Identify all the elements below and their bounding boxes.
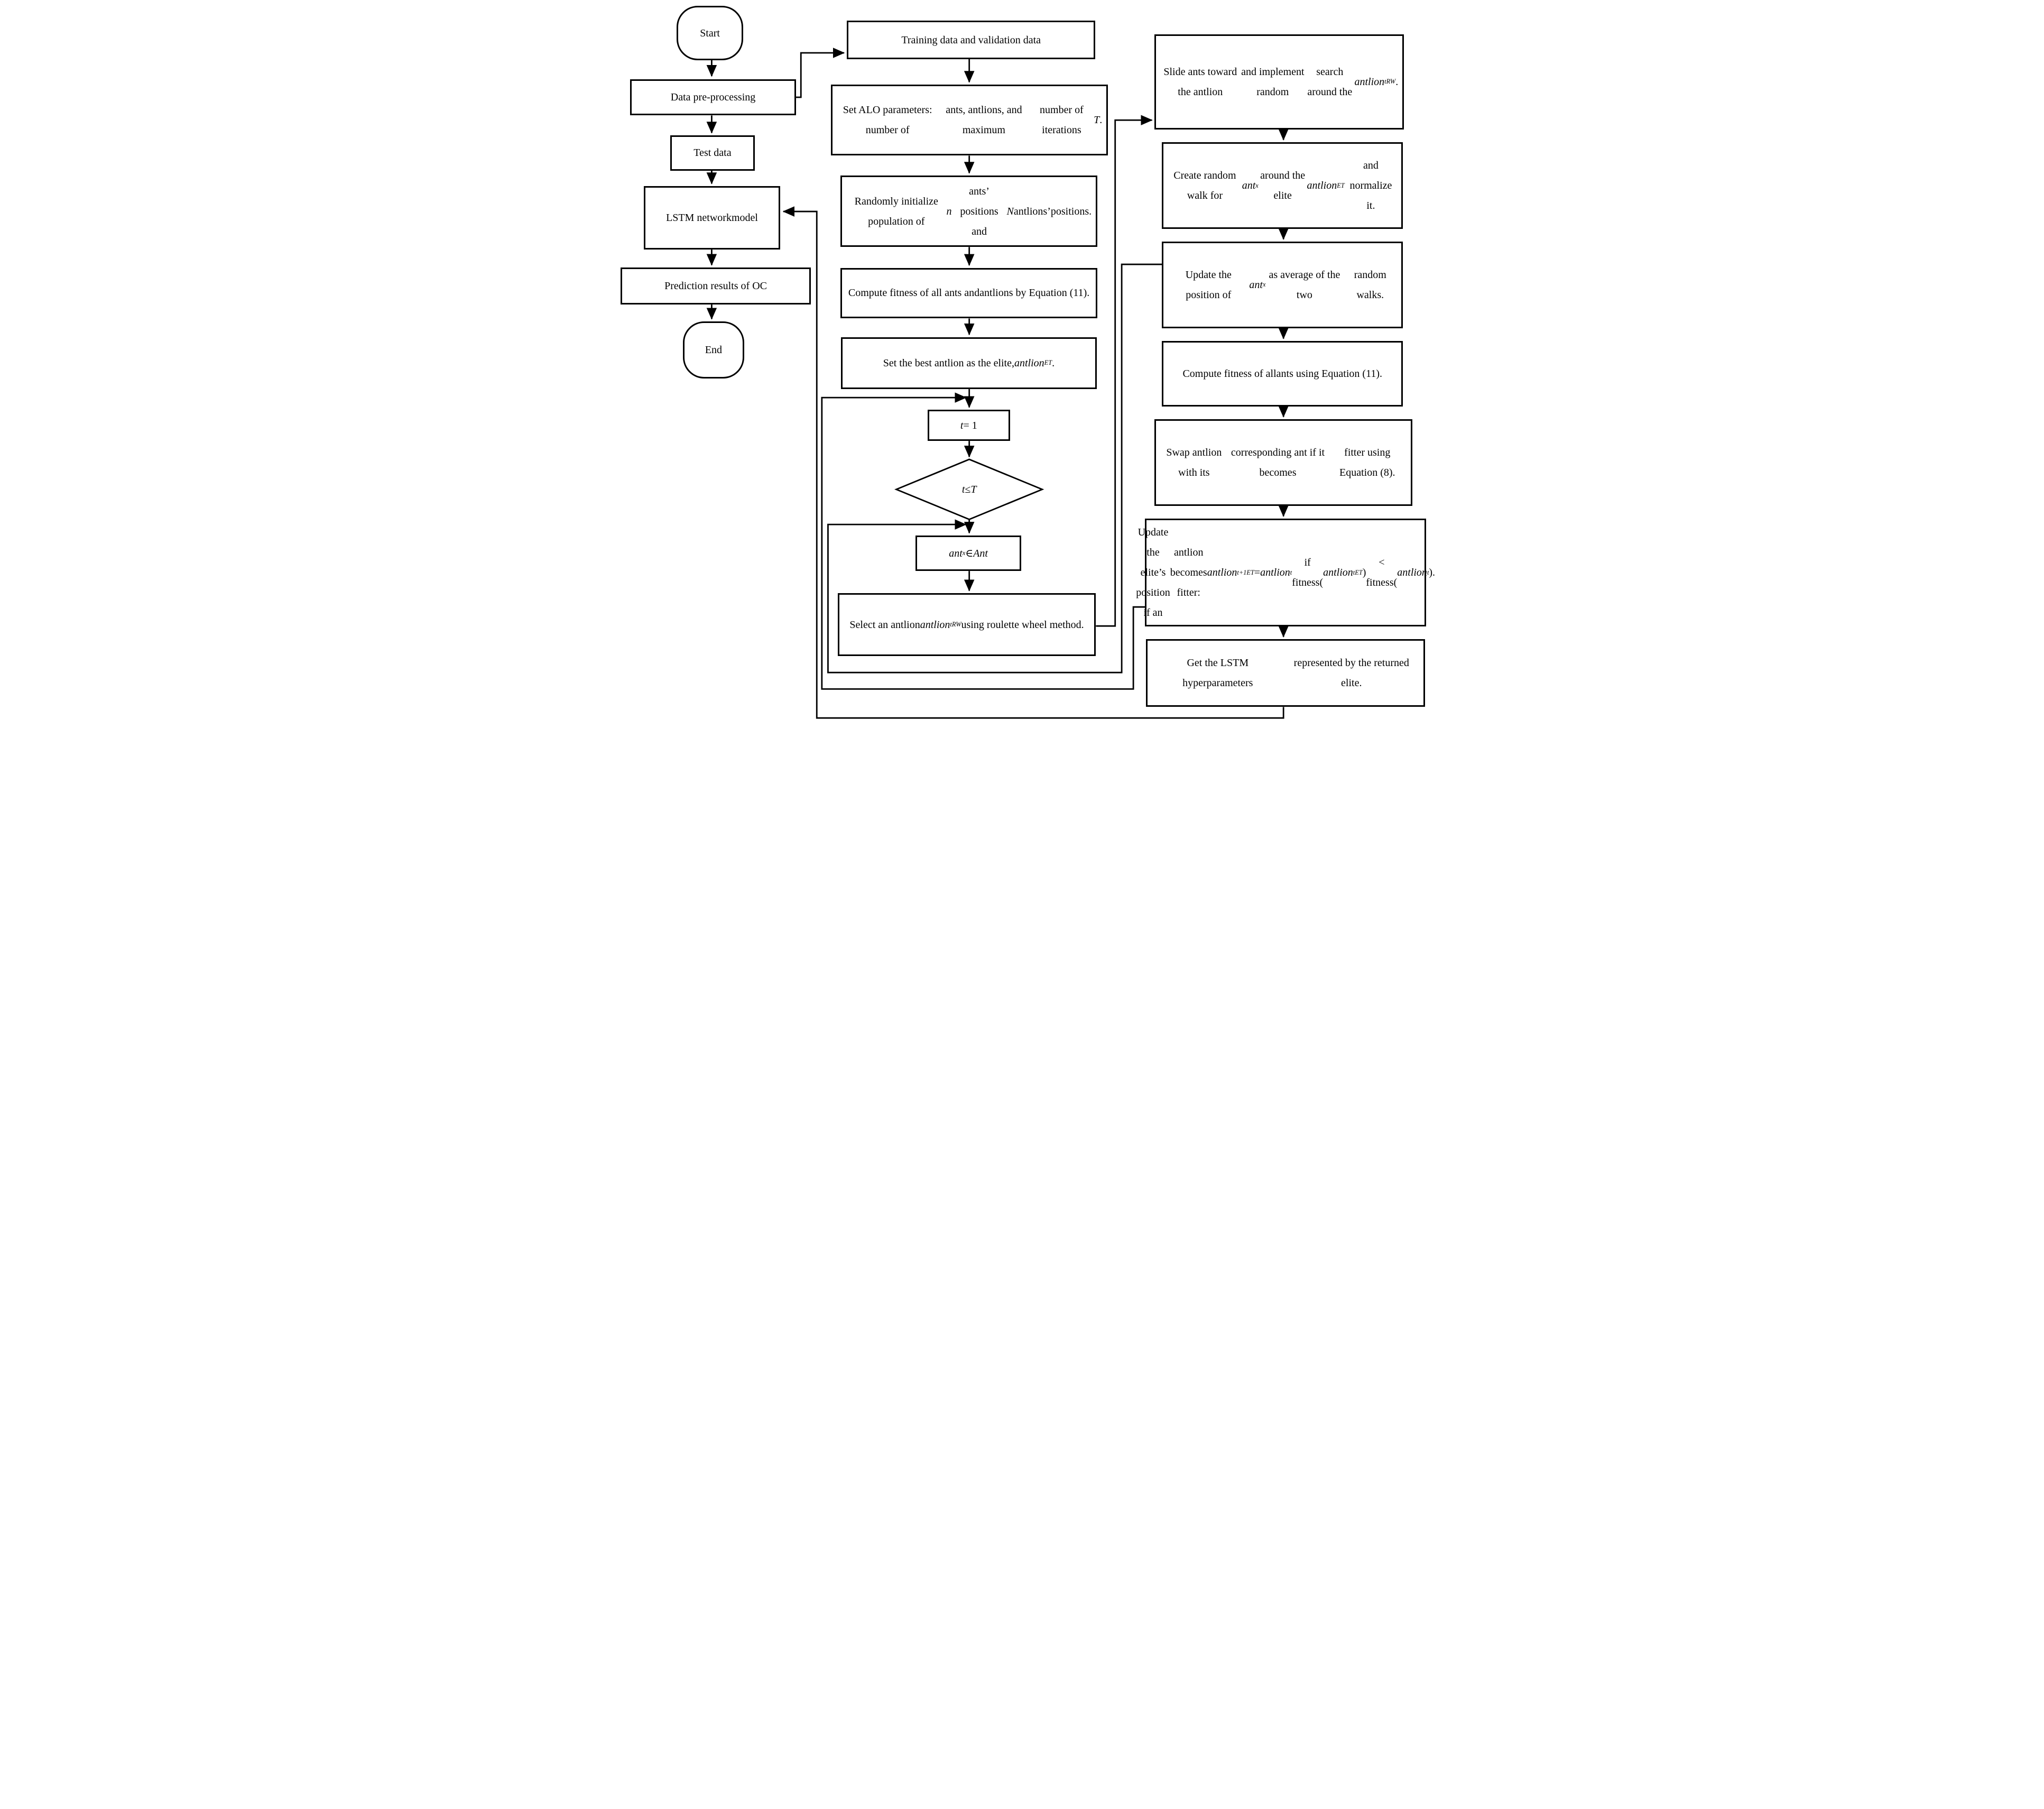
edge-outer-loop-to-t1 (821, 392, 1145, 690)
flowchart-node-training-validation-data: Training data and validation data (847, 21, 1096, 59)
decision-diamond-shape (894, 458, 1044, 521)
edge-getlstm-to-lstm-model (782, 206, 1284, 719)
flowchart: Start Data pre-processing Test data LSTM… (613, 0, 1435, 724)
flowchart-node-prediction-results: Prediction results of OC (621, 267, 811, 305)
edge-inner-loop-to-antx (827, 263, 1162, 673)
flowchart-node-test-data: Test data (670, 135, 755, 171)
flowchart-node-set-best-antlion-elite: Set the best antlion as the elite,antlio… (840, 337, 1097, 390)
edge-pre-to-training (796, 48, 845, 98)
edge-select-to-slide (1096, 115, 1153, 627)
connector-layer (706, 48, 1289, 719)
flowchart-node-t-equals-1: t = 1 (927, 410, 1010, 441)
flowchart-node-end: End (682, 321, 744, 379)
flowchart-node-decision-t-le-T: t ≤ T (961, 483, 977, 495)
flowchart-node-data-preprocessing: Data pre-processing (630, 79, 797, 116)
flowchart-node-start: Start (677, 6, 744, 61)
